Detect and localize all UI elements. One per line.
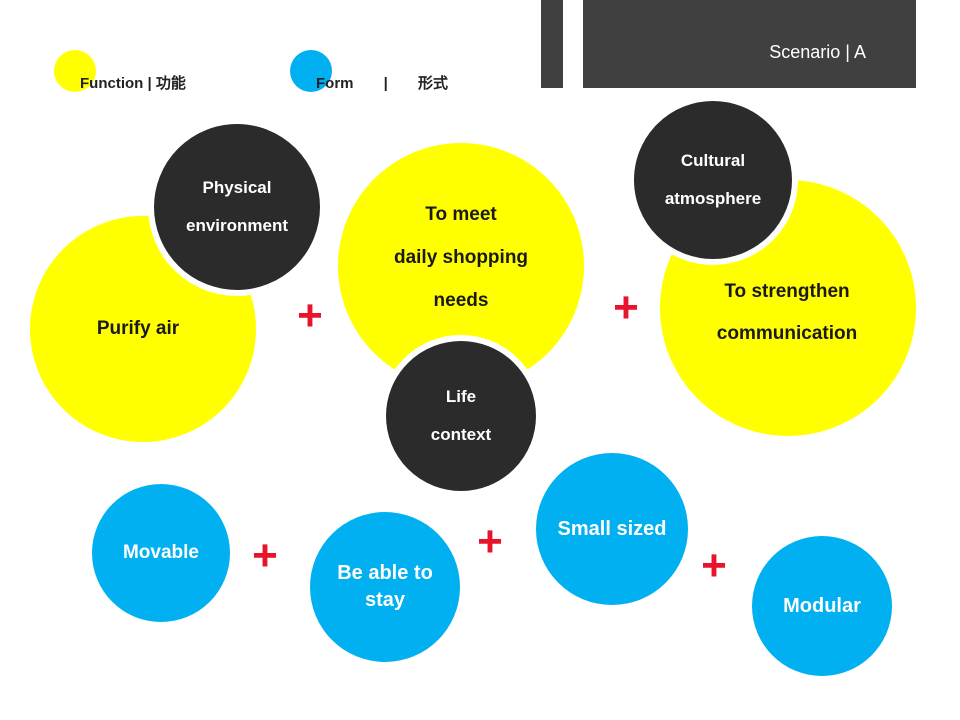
context-label-life-line1: Life bbox=[445, 387, 477, 406]
function-label-shopping-line2: daily shopping bbox=[393, 246, 529, 268]
function-label-shopping-line1: To meet bbox=[425, 203, 497, 225]
legend-function-swatch bbox=[54, 50, 96, 92]
context-label-physical-line2: environment bbox=[185, 216, 289, 235]
legend-form-swatch bbox=[290, 50, 332, 92]
form-circle-modular: Modular bbox=[752, 536, 892, 676]
function-label-communication-line1: To strengthen bbox=[724, 281, 850, 302]
form-circle-movable: Movable bbox=[92, 484, 230, 622]
form-circle-able-to-stay: Be able to stay bbox=[310, 512, 460, 662]
context-circle-cultural-atmosphere: Cultural atmosphere bbox=[628, 95, 798, 265]
form-circle-small-sized: Small sized bbox=[536, 453, 688, 605]
form-label-stay-line1: Be able to bbox=[337, 562, 433, 584]
context-circle-physical-environment: Physical environment bbox=[148, 118, 326, 296]
context-label-life-line2: context bbox=[430, 425, 492, 444]
context-label-cultural-line2: atmosphere bbox=[664, 189, 762, 208]
function-label-communication-line2: communication bbox=[716, 323, 858, 344]
form-label-stay-line2: stay bbox=[364, 589, 405, 611]
context-label-cultural-line1: Cultural bbox=[680, 151, 746, 170]
plus-operator-2: + bbox=[613, 283, 639, 332]
header-bar bbox=[583, 0, 916, 88]
function-label-purify-air: Purify air bbox=[96, 318, 180, 339]
legend-function-label: Function | 功能 bbox=[80, 75, 186, 92]
context-label-physical-line1: Physical bbox=[202, 178, 272, 197]
form-label-modular: Modular bbox=[783, 594, 861, 617]
scenario-label: Scenario | A bbox=[769, 42, 866, 62]
plus-operator-5: + bbox=[701, 541, 727, 590]
function-label-shopping-line3: needs bbox=[433, 289, 489, 311]
header-bar-left bbox=[541, 0, 563, 88]
plus-operator-4: + bbox=[477, 517, 503, 566]
form-label-movable: Movable bbox=[122, 542, 200, 563]
plus-operator-3: + bbox=[252, 531, 278, 580]
context-circle-life-context: Life context bbox=[380, 335, 542, 497]
form-label-small-sized: Small sized bbox=[557, 517, 667, 540]
plus-operator-1: + bbox=[297, 291, 323, 340]
legend-form-label: Form | 形式 bbox=[316, 75, 449, 92]
